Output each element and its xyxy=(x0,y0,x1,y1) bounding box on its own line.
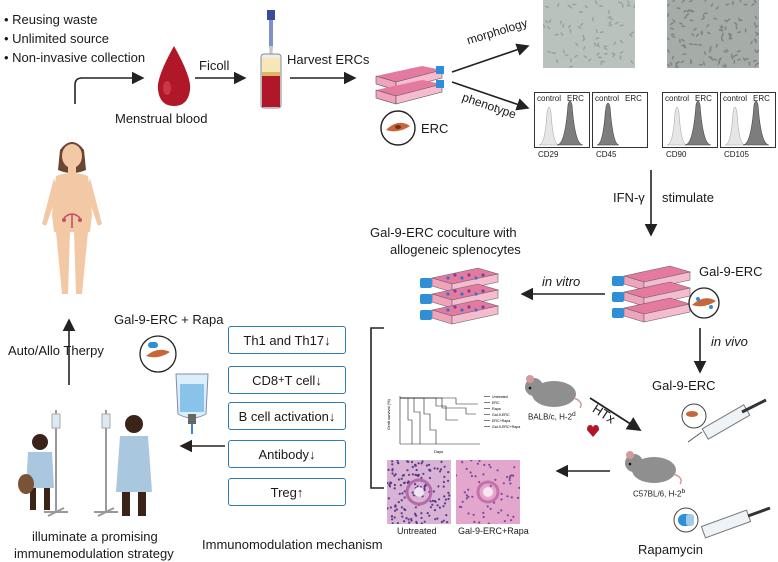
bullet-item: Unlimited source xyxy=(4,29,145,48)
donor-mouse-label: BALB/c, H-2d xyxy=(528,411,576,422)
stimulate-label: stimulate xyxy=(662,190,715,205)
woman-figure-icon xyxy=(42,142,102,294)
coculture-title-line1: Gal-9-ERC coculture with xyxy=(370,225,517,240)
histogram-control-label: control xyxy=(595,94,620,103)
histogram-cd105: control ERC xyxy=(720,92,776,148)
mechanism-item: B cell activation↓ xyxy=(228,402,346,430)
histogram-erc-label: ERC xyxy=(753,94,770,103)
survival-xlabel: Days xyxy=(434,449,443,454)
histology-right-label: Gal-9-ERC+Rapa xyxy=(458,526,529,536)
syringe-gal9-erc-icon xyxy=(681,398,767,443)
survival-curve xyxy=(400,397,421,444)
combo-therapy-label: Gal-9-ERC + Rapa xyxy=(114,312,224,327)
erc-cell-icon xyxy=(380,110,416,146)
histology-untreated xyxy=(387,460,451,524)
legend-entry: Untreated xyxy=(492,395,508,399)
bullet-item: Reusing waste xyxy=(4,10,145,29)
auto-allo-therapy-label: Auto/Allo Therpy xyxy=(8,343,104,358)
histogram-control-label: control xyxy=(665,94,690,103)
morphology-image-left xyxy=(543,0,635,68)
syringe-rapamycin-icon xyxy=(673,506,771,539)
histogram-marker-label: CD90 xyxy=(666,150,687,159)
arrow-woman-to-blood xyxy=(74,71,145,104)
recipient-mouse-icon xyxy=(625,451,682,485)
survival-curve xyxy=(400,397,478,405)
legend-entry: Gal-9-ERC+Rapa xyxy=(492,425,520,429)
histogram-cd29: control ERC xyxy=(534,92,590,148)
histogram-erc-label: ERC xyxy=(567,94,584,103)
mechanism-item: Treg ↑ xyxy=(228,478,346,506)
histogram-control-label: control xyxy=(723,94,748,103)
histology-left-label: Untreated xyxy=(397,526,437,536)
survival-curve xyxy=(400,397,458,421)
legend-entry: Rapa xyxy=(492,407,501,411)
histology-treated xyxy=(456,460,520,524)
bracket xyxy=(370,327,384,489)
histogram-control-label: control xyxy=(537,94,562,103)
histogram-cd90: control ERC xyxy=(662,92,718,148)
mechanism-title: Immunomodulation mechanism xyxy=(202,537,383,552)
menstrual-blood-label: Menstrual blood xyxy=(115,111,208,126)
mechanism-item: Antibody ↓ xyxy=(228,440,346,468)
blood-drop-icon xyxy=(157,46,191,106)
strategy-line1: illuminate a promising xyxy=(32,529,158,544)
arrow-htx xyxy=(589,397,642,431)
legend-entry: ERC+Rapa xyxy=(492,419,510,423)
survival-ylabel: Graft survival (%) xyxy=(386,398,391,430)
morphology-image-right xyxy=(667,0,759,68)
erc-label: ERC xyxy=(421,121,449,136)
ifn-gamma-label: IFN-γ xyxy=(613,190,645,205)
mechanism-item: Th1 and Th17↓ xyxy=(228,326,346,354)
advantage-list: Reusing waste Unlimited source Non-invas… xyxy=(4,10,145,67)
histogram-erc-label: ERC xyxy=(695,94,712,103)
strategy-line2: immunemodulation strategy xyxy=(14,546,174,561)
iv-bag-icon xyxy=(139,335,209,434)
recipient-mouse-label: C57BL/6, H-2b xyxy=(633,488,686,499)
gal9-erc-cell-icon xyxy=(688,287,720,319)
legend-entry: Gal-9-ERC xyxy=(492,413,510,417)
donor-mouse-icon xyxy=(525,375,582,409)
legend-entry: ERC xyxy=(492,401,500,405)
gal9-erc-flask-label: Gal-9-ERC xyxy=(699,264,763,279)
coculture-flask-icon xyxy=(420,267,500,325)
survival-curve xyxy=(400,397,437,444)
in-vitro-label: in vitro xyxy=(542,274,581,289)
histogram-cd45: control ERC xyxy=(592,92,648,148)
patients-icon xyxy=(18,410,152,517)
heart-icon xyxy=(587,425,599,437)
erc-flask-stack-icon xyxy=(375,66,444,105)
gal9-erc-flask-icon xyxy=(612,265,692,323)
mechanism-item: CD8+ T cell↓ xyxy=(228,366,346,394)
gal9-erc-injection-label: Gal-9-ERC xyxy=(652,378,716,393)
bullet-item: Non-invasive collection xyxy=(4,48,145,67)
pipette-tube-icon xyxy=(260,10,282,109)
coculture-title-line2: allogeneic splenocytes xyxy=(390,242,521,257)
histogram-marker-label: CD105 xyxy=(724,150,749,159)
survival-curve xyxy=(400,397,413,444)
arrow-phenotype xyxy=(451,81,530,111)
in-vivo-label: in vivo xyxy=(711,334,748,349)
ficoll-label: Ficoll xyxy=(199,58,230,73)
rapamycin-label: Rapamycin xyxy=(638,542,704,557)
histogram-marker-label: CD45 xyxy=(596,150,617,159)
histogram-marker-label: CD29 xyxy=(538,150,559,159)
histogram-erc-label: ERC xyxy=(625,94,642,103)
arrow-morphology xyxy=(451,43,530,73)
harvest-label: Harvest ERCs xyxy=(287,52,370,67)
